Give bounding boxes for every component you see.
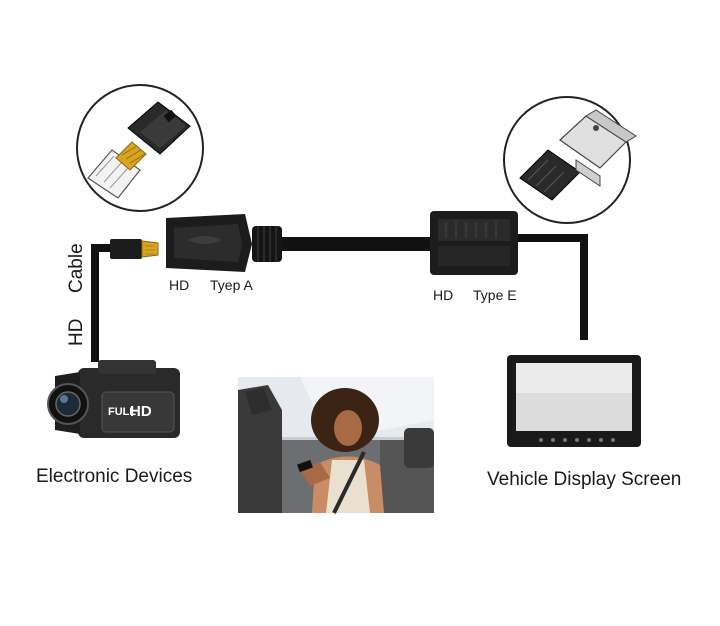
cable-label-cable: Cable: [66, 243, 87, 293]
hd-plug-small: [110, 239, 159, 259]
type-e-label-type: Type E: [473, 287, 517, 303]
camcorder-badge-full: FULL: [108, 406, 136, 418]
vehicle-display-label: Vehicle Display Screen: [487, 469, 682, 490]
type-a-connector: [166, 214, 282, 272]
type-e-connector: [430, 211, 518, 275]
car-passenger-photo: [238, 377, 434, 514]
camcorder-icon: FULL HD: [47, 360, 180, 438]
type-a-label-hd: HD: [169, 277, 190, 293]
hd-cable-left-segment: [91, 244, 136, 362]
hd-cable-main: [282, 237, 430, 251]
type-e-label-hd: HD: [433, 287, 454, 303]
type-a-label-type: Tyep A: [210, 277, 253, 293]
type-a-closeup-magnifier: [76, 84, 204, 212]
camcorder-badge-hd: HD: [130, 403, 152, 420]
type-e-closeup-magnifier: [503, 96, 637, 224]
cable-label-hd: HD: [66, 318, 87, 346]
hd-cable-right-segment: [518, 234, 588, 340]
vehicle-display-screen: [507, 355, 641, 447]
electronic-devices-label: Electronic Devices: [36, 466, 193, 487]
display-buttons: [539, 438, 615, 442]
